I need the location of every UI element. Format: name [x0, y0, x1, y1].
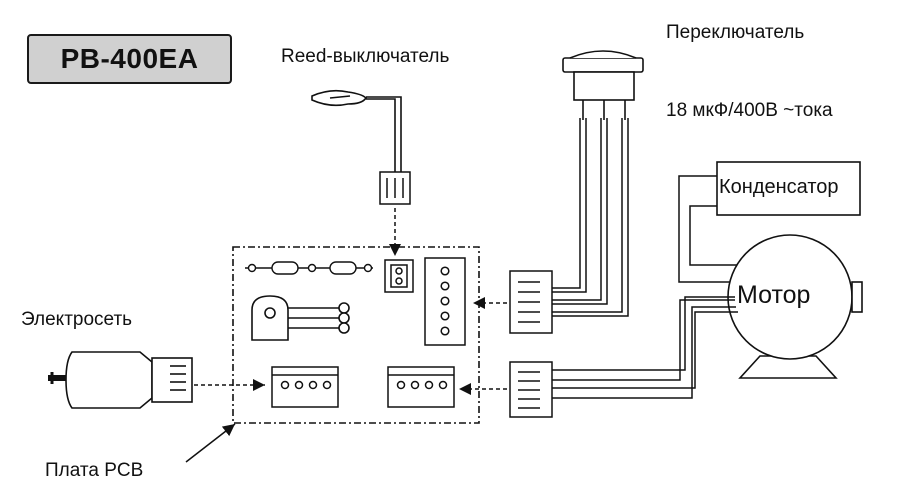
switch-wires: [552, 118, 629, 317]
switch-header: [424, 257, 466, 346]
reed-plug: [379, 171, 411, 205]
motor-connector: [509, 361, 553, 418]
transistor: [251, 295, 350, 341]
mains-label: Электросеть: [21, 309, 133, 330]
rocker-switch: [562, 50, 644, 120]
mains-plug: [48, 351, 193, 409]
motor-label: Мотор: [737, 281, 811, 309]
reed-header: [384, 259, 414, 293]
switch-connector: [509, 270, 553, 334]
motor-wires: [552, 296, 738, 399]
motor: [727, 234, 863, 379]
capacitor-wires: [678, 175, 738, 283]
reed-switch-label: Reed-выключатель: [281, 46, 450, 67]
pcb-pointer-arrow: [185, 423, 236, 463]
capacitor-label: Конденсатор: [719, 176, 839, 198]
pcb-board: [232, 246, 480, 424]
switch-label: Переключатель: [666, 22, 805, 43]
pcb-label: Плата PCB: [45, 460, 144, 481]
reed-switch: [311, 89, 402, 172]
model-title: PB-400EA: [60, 43, 199, 74]
pcb-fuse-chain: [245, 261, 373, 275]
model-badge: PB-400EA: [27, 34, 232, 84]
motor-header: [387, 366, 455, 408]
capacitor-box: [716, 161, 861, 216]
mains-header: [271, 366, 339, 408]
capacitor-spec-label: 18 мкФ/400В ~тока: [666, 100, 833, 121]
